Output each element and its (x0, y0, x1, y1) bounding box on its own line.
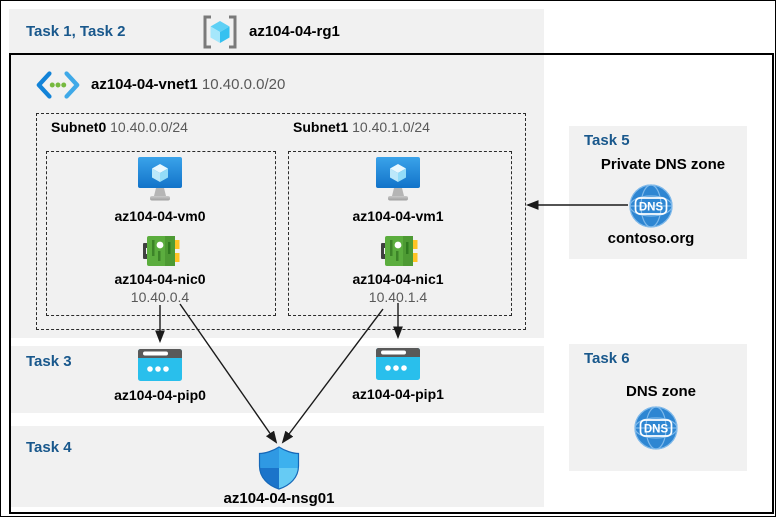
task3-band (11, 346, 544, 413)
dns-zone-icon: DNS (634, 406, 678, 450)
vnet-cidr: 10.40.0.0/20 (201, 76, 286, 93)
dns-icon-text: DNS (639, 202, 664, 214)
vnet-title: az104-04-vnet1 10.40.0.0/20 (91, 76, 285, 93)
pip1-label: az104-04-pip1 (352, 386, 444, 402)
task4-label: Task 4 (26, 439, 72, 456)
task3-label: Task 3 (26, 353, 72, 370)
task12-label: Task 1, Task 2 (26, 23, 126, 40)
subnet1-cidr: 10.40.1.0/24 (352, 119, 430, 135)
dns-icon-text-2: DNS (644, 424, 669, 436)
pip0-label: az104-04-pip0 (114, 387, 206, 403)
vnet-box (11, 55, 544, 338)
subnet0-name: Subnet0 (51, 119, 107, 135)
task6-label: Task 6 (584, 350, 630, 367)
vm1-label: az104-04-vm1 (352, 208, 444, 224)
pip1-icon (376, 348, 420, 380)
private-dns-zone-icon: DNS (629, 184, 673, 228)
dns-zone-title: DNS zone (625, 383, 697, 400)
subnet1-dashed-box (288, 151, 512, 316)
virtual-network-icon (36, 71, 80, 99)
nic0-label: az104-04-nic0 (114, 271, 206, 287)
subnets-dashed-box (36, 113, 526, 330)
resource-group-band (9, 9, 544, 53)
nic1-icon (381, 236, 418, 266)
private-dns-zone-title: Private DNS zone (600, 156, 726, 173)
nic0-ip: 10.40.0.4 (130, 289, 190, 305)
resource-group-name: az104-04-rg1 (249, 23, 340, 40)
vm0-label: az104-04-vm0 (114, 208, 206, 224)
nsg-label: az104-04-nsg01 (223, 490, 335, 507)
nic1-label: az104-04-nic1 (352, 271, 444, 287)
vm0-icon (138, 157, 182, 201)
nsg-shield-icon (258, 446, 300, 490)
subnet0-title: Subnet0 10.40.0.0/24 (51, 119, 188, 135)
pip0-icon (138, 349, 182, 381)
vnet-name: az104-04-vnet1 (91, 76, 198, 93)
subnet1-title: Subnet1 10.40.1.0/24 (293, 119, 430, 135)
nic0-icon (143, 236, 180, 266)
subnet0-cidr: 10.40.0.0/24 (110, 119, 188, 135)
subnet0-dashed-box (46, 151, 276, 316)
contoso-zone-name: contoso.org (607, 230, 695, 247)
resource-group-icon (203, 15, 237, 49)
nic1-ip: 10.40.1.4 (368, 289, 428, 305)
task5-label: Task 5 (584, 132, 630, 149)
subnet1-name: Subnet1 (293, 119, 349, 135)
vm1-icon (376, 157, 420, 201)
